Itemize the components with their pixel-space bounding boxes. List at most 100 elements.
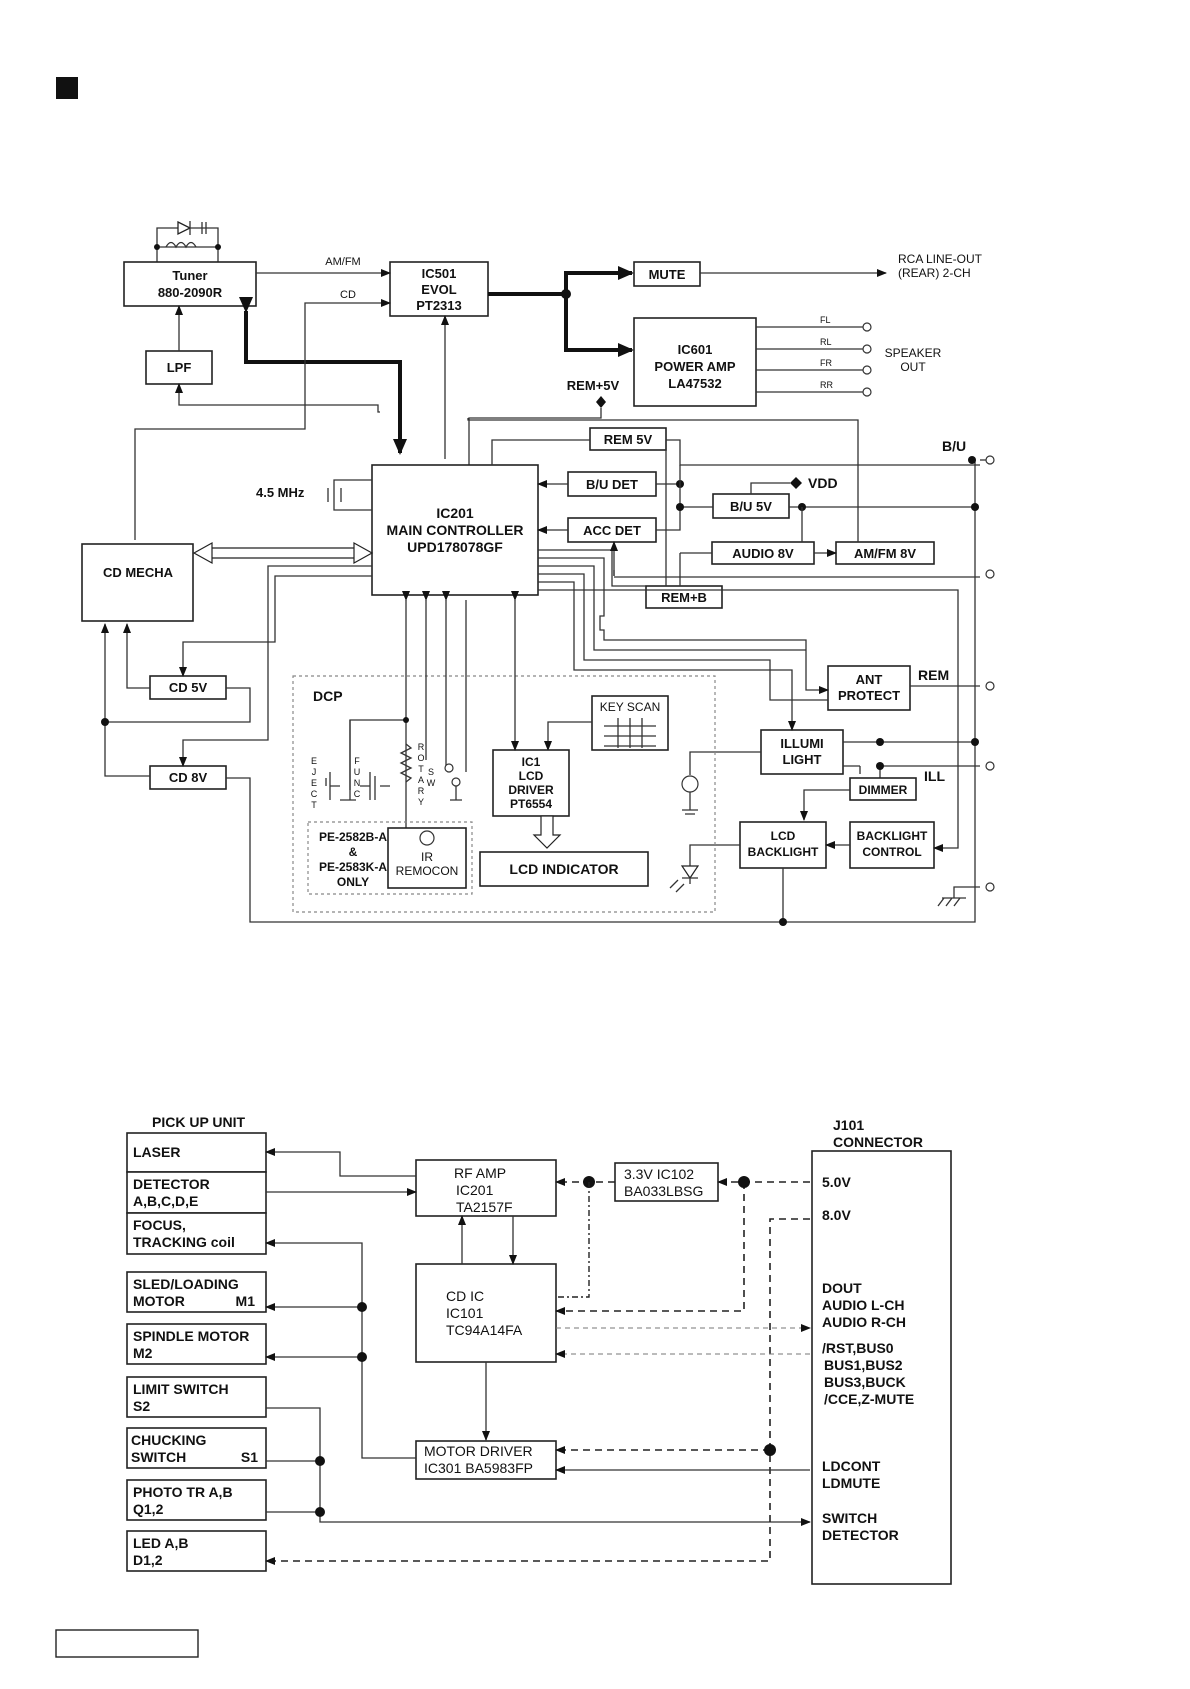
remocon-label: REMOCON — [396, 864, 459, 878]
backlight-control-backlight: BACKLIGHT — [857, 829, 928, 843]
limit-switch-label: LIMIT SWITCH — [133, 1381, 229, 1397]
pin-audio-l-label: AUDIO L-CH — [822, 1297, 904, 1313]
dimmer-block — [849, 777, 917, 801]
mute-block — [633, 261, 701, 287]
led-d-label: D1,2 — [133, 1552, 163, 1568]
amfm8v-label: AM/FM 8V — [854, 546, 916, 561]
crystal-label: 4.5 MHz — [256, 485, 305, 500]
rca-label: RCA LINE-OUT — [898, 252, 983, 266]
main-controller-label: MAIN CONTROLLER — [387, 522, 524, 538]
backlight-control-label: CONTROL — [862, 845, 921, 859]
pin-bus1-label: BUS1,BUS2 — [824, 1357, 903, 1373]
photo-q-label: Q1,2 — [133, 1501, 164, 1517]
cd-ic-label: CD IC — [446, 1288, 484, 1304]
ill-label: ILL — [924, 768, 945, 784]
pin-cce-label: /CCE,Z-MUTE — [824, 1391, 914, 1407]
lcd-indicator-block — [479, 851, 649, 887]
rf-amp-ic: IC201 — [456, 1182, 494, 1198]
fl-label: FL — [820, 315, 831, 325]
diode-icon — [177, 220, 192, 236]
audio8v-label: AUDIO 8V — [732, 546, 794, 561]
lcd-backlight-label: BACKLIGHT — [748, 845, 819, 859]
regulator-label: 3.3V IC102 — [624, 1166, 694, 1182]
sled-motor-block — [126, 1271, 267, 1313]
lcd-driver-label: DRIVER — [508, 783, 554, 797]
cd5v-label: CD 5V — [169, 680, 208, 695]
motor-driver-part: IC301 BA5983FP — [424, 1460, 533, 1476]
detector-block — [126, 1171, 267, 1214]
evol-part: PT2313 — [416, 298, 462, 313]
ant-protect-block — [827, 665, 911, 711]
remb-label: REM+B — [661, 590, 707, 605]
tuner-label: Tuner — [172, 268, 207, 283]
rca-channels: (REAR) 2-CH — [898, 266, 971, 280]
cd-mecha-label: CD MECHA — [103, 565, 174, 580]
tracking-coil-label: TRACKING coil — [133, 1234, 235, 1250]
pin-switch-label: SWITCH — [822, 1510, 877, 1526]
focus-label: FOCUS, — [133, 1217, 186, 1233]
footer-box — [55, 1629, 199, 1658]
spindle-motor-block — [126, 1323, 267, 1365]
car-audio-block-diagram: Tuner 880-2090R LPF IC501 EVOL PT2313 AM… — [81, 220, 995, 926]
cd-ic-block — [415, 1263, 557, 1363]
vdd-label: VDD — [808, 475, 838, 491]
coil-symbol — [165, 241, 197, 249]
power-amp-ic: IC601 — [678, 342, 713, 357]
tuner-part: 880-2090R — [158, 285, 223, 300]
cd-module-block-diagram: PICK UP UNIT LASER DETECTOR A,B,C,D,E FO… — [126, 1114, 952, 1585]
illumi-label: ILLUMI — [780, 736, 823, 751]
pin-8v-label: 8.0V — [822, 1207, 851, 1223]
lcd-driver-ic: IC1 — [522, 755, 541, 769]
speaker-out-label: OUT — [900, 360, 926, 374]
connector-j101-label: J101 — [833, 1117, 864, 1133]
pe-note-line1: PE-2582B-A — [319, 830, 387, 844]
rf-amp-part: TA2157F — [456, 1199, 513, 1215]
illumi-light-block — [760, 729, 844, 775]
connector-label: CONNECTOR — [833, 1134, 923, 1150]
pin-ldcont-label: LDCONT — [822, 1458, 881, 1474]
pin-ldmute-label: LDMUTE — [822, 1475, 880, 1491]
photo-tr-label: PHOTO TR A,B — [133, 1484, 233, 1500]
ir-label: IR — [421, 850, 433, 864]
bu-label: B/U — [942, 438, 966, 454]
pin-dout-label: DOUT — [822, 1280, 862, 1296]
chucking-switch-block — [126, 1427, 267, 1469]
light-label: LIGHT — [783, 752, 822, 767]
key-scan-label: KEY SCAN — [600, 700, 660, 714]
pin-rst-label: /RST,BUS0 — [822, 1340, 894, 1356]
rem5v-label: REM 5V — [604, 432, 653, 447]
protect-label: PROTECT — [838, 688, 900, 703]
sled-m1-label: M1 — [236, 1293, 256, 1309]
cd-mecha-block — [81, 543, 194, 622]
lcd-indicator-label: LCD INDICATOR — [509, 861, 618, 877]
power-amp-part: LA47532 — [668, 376, 721, 391]
spindle-label: SPINDLE MOTOR — [133, 1328, 249, 1344]
cd-ic-ic: IC101 — [446, 1305, 484, 1321]
lcd-driver-block — [492, 749, 570, 817]
pin-5v-label: 5.0V — [822, 1174, 851, 1190]
mute-label: MUTE — [649, 267, 686, 282]
main-controller-part: UPD178078GF — [407, 539, 503, 555]
chucking-label: CHUCKING — [131, 1432, 207, 1448]
limit-switch-block — [126, 1376, 267, 1418]
main-controller-ic: IC201 — [436, 505, 474, 521]
backlight-control-block — [849, 821, 935, 869]
tuner-block — [123, 261, 257, 307]
cd8v-label: CD 8V — [169, 770, 208, 785]
fr-label: FR — [820, 358, 832, 368]
detector-label: DETECTOR — [133, 1176, 210, 1192]
spindle-m2-label: M2 — [133, 1345, 153, 1361]
bu5v-label: B/U 5V — [730, 499, 772, 514]
chucking-s1-label: S1 — [241, 1449, 258, 1465]
rotary-switch-icon — [399, 743, 413, 783]
pe-note-line2: & — [349, 845, 358, 859]
detector-channels: A,B,C,D,E — [133, 1193, 198, 1209]
lcd-driver-lcd: LCD — [519, 769, 544, 783]
led-icon — [680, 865, 700, 880]
evol-block — [389, 261, 489, 317]
lcd-backlight-lcd: LCD — [771, 829, 796, 843]
